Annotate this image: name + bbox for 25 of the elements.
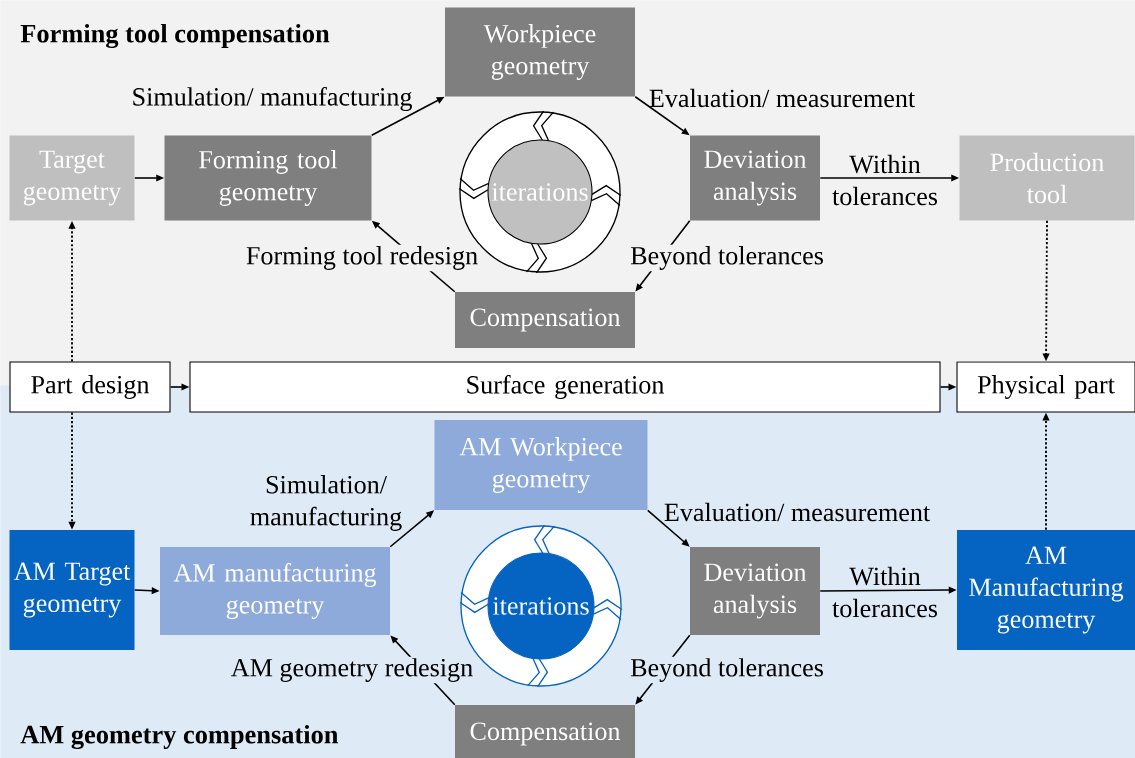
process-box: Deviation analysis	[690, 547, 820, 635]
process-box: AM manufacturing geometry	[160, 547, 390, 635]
process-box: AM Workpiece geometry	[434, 420, 648, 510]
edge-label: Within tolerances	[832, 566, 938, 618]
edge-label: Simulation/ manufacturing	[250, 475, 402, 531]
process-box: AM Manufacturing geometry	[957, 530, 1135, 650]
process-box: Surface generation	[189, 361, 941, 413]
edge-label: AM geometry redesign	[229, 656, 475, 684]
process-box: Deviation analysis	[690, 135, 820, 221]
process-box: Workpiece geometry	[445, 7, 635, 97]
process-box: Forming tool geometry	[164, 135, 372, 221]
edge-label: Evaluation/ measurement	[664, 502, 931, 522]
process-box: Production tool	[959, 135, 1135, 221]
edge-label: Evaluation/ measurement	[649, 88, 916, 108]
process-box: Part design	[9, 361, 171, 413]
process-box: Compensation	[455, 292, 635, 348]
edge-label: Within tolerances	[832, 154, 938, 206]
edge-label: Simulation/ manufacturing	[133, 87, 412, 112]
edge-label: Beyond tolerances	[628, 656, 826, 684]
process-box: Physical part	[956, 361, 1135, 413]
process-box: Compensation	[455, 705, 635, 758]
edge-label: Forming tool redesign	[244, 244, 480, 272]
process-box: Target geometry	[9, 135, 135, 221]
edge-label: Beyond tolerances	[628, 244, 826, 272]
process-box: AM Target geometry	[9, 530, 135, 650]
